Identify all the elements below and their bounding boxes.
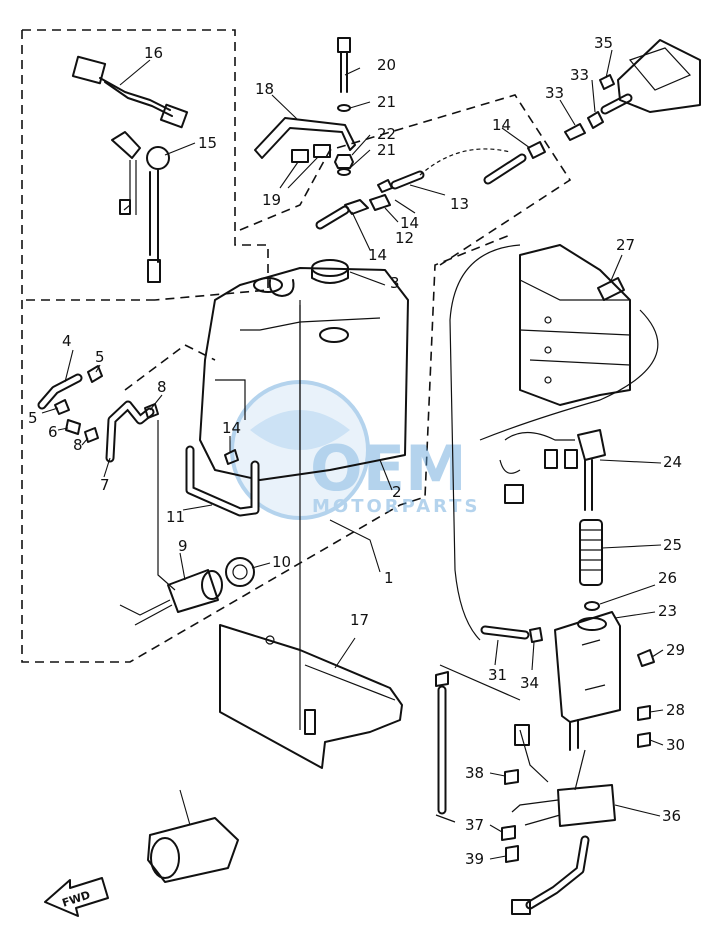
callout-14-upper: 14 (492, 116, 511, 134)
callout-24: 24 (663, 453, 682, 471)
engine-block-right (519, 244, 631, 406)
part-15-oil-level-gauge (111, 131, 170, 283)
part-33-clamp (529, 627, 543, 643)
callout-37: 38 (465, 764, 484, 782)
callout-8-lower: 8 (73, 436, 83, 454)
part-5-clamp (87, 365, 103, 383)
part-19-pads (291, 144, 331, 163)
part-37-nut (504, 769, 519, 785)
part-36-nut (501, 825, 516, 841)
part-3-filler-cap (311, 259, 349, 343)
callout-13: 13 (450, 195, 469, 213)
part-6-joint (65, 419, 81, 435)
watermark: OEM MOTORPARTS (230, 380, 480, 520)
callout-labels: 16 15 20 21 22 21 18 19 14 13 14 12 14 3… (28, 34, 685, 868)
callout-33-lower: 34 (520, 674, 539, 692)
part-29-bolt (637, 649, 655, 667)
callout-25: 25 (663, 536, 682, 554)
callout-34: 35 (594, 34, 613, 52)
fuel-lines-upper (315, 74, 633, 230)
callout-30: 30 (666, 736, 685, 754)
part-5-clamp-2 (54, 399, 70, 415)
callout-7: 7 (100, 476, 110, 494)
callout-5-upper: 5 (95, 348, 105, 366)
callout-14-mid: 14 (400, 214, 419, 232)
feed-hose-long (449, 244, 521, 641)
callout-16: 16 (144, 44, 163, 62)
part-16-wiring-harness (71, 55, 189, 129)
callout-28: 28 (666, 701, 685, 719)
callout-1: 1 (384, 569, 394, 587)
watermark-sub: MOTORPARTS (312, 496, 480, 517)
callout-21-lower: 21 (377, 141, 396, 159)
callout-19: 19 (262, 191, 281, 209)
callout-22: 22 (377, 125, 396, 143)
callout-2: 2 (392, 483, 402, 501)
callout-31: 31 (488, 666, 507, 684)
group-boundaries (21, 29, 572, 663)
part-38-bolt (505, 845, 519, 863)
part-14-clamp (224, 449, 239, 465)
callout-11: 11 (166, 508, 185, 526)
callout-10: 10 (272, 553, 291, 571)
callout-6: 6 (48, 423, 58, 441)
engine-fragment-top (617, 39, 701, 113)
part-17-bracket-plate (219, 624, 403, 769)
callout-15: 15 (198, 134, 217, 152)
leader-lines (41, 49, 664, 860)
part-21-washer (337, 104, 351, 112)
callout-27: 27 (616, 236, 635, 254)
part-8-clamp (144, 403, 159, 419)
wire-to-pump (157, 420, 176, 591)
callout-36: 37 (465, 816, 484, 834)
callout-14-tank: 14 (222, 419, 241, 437)
callout-35: 36 (662, 807, 681, 825)
breather-hose-loop (479, 309, 659, 441)
part-24-level-gauge (499, 429, 606, 511)
callout-4: 4 (62, 332, 72, 350)
callout-23: 23 (658, 602, 677, 620)
part-21-washer-lower (337, 168, 351, 176)
callout-29: 29 (666, 641, 685, 659)
callout-33-top: 33 (570, 66, 589, 84)
part-28-grommet (637, 705, 651, 721)
callout-18: 18 (255, 80, 274, 98)
part-10-filter (225, 557, 255, 587)
part-30-bolt (637, 732, 651, 748)
callout-32: 33 (545, 84, 564, 102)
callout-17: 17 (350, 611, 369, 629)
part-9-oil-pump (119, 569, 223, 626)
part-18-bracket (254, 117, 356, 159)
callout-9: 9 (178, 537, 188, 555)
fwd-label: FWD (60, 888, 91, 909)
fwd-direction-arrow: FWD (44, 877, 109, 917)
part-26-o-ring (584, 601, 600, 611)
part-25-filter (579, 519, 603, 586)
callout-20: 20 (377, 56, 396, 74)
callout-38: 39 (465, 850, 484, 868)
part-20-bolt (337, 37, 351, 93)
callout-26: 26 (658, 569, 677, 587)
part-23-sub-tank (554, 611, 621, 751)
callout-21: 21 (377, 93, 396, 111)
callout-3: 3 (390, 274, 400, 292)
callout-8-upper: 8 (157, 378, 167, 396)
callout-14-low: 14 (368, 246, 387, 264)
part-39-intake-cover (147, 817, 239, 883)
part-35-fuel-pump (511, 724, 616, 915)
callout-12: 12 (395, 229, 414, 247)
callout-5-lower: 5 (28, 409, 38, 427)
part-22-nut (334, 154, 354, 169)
